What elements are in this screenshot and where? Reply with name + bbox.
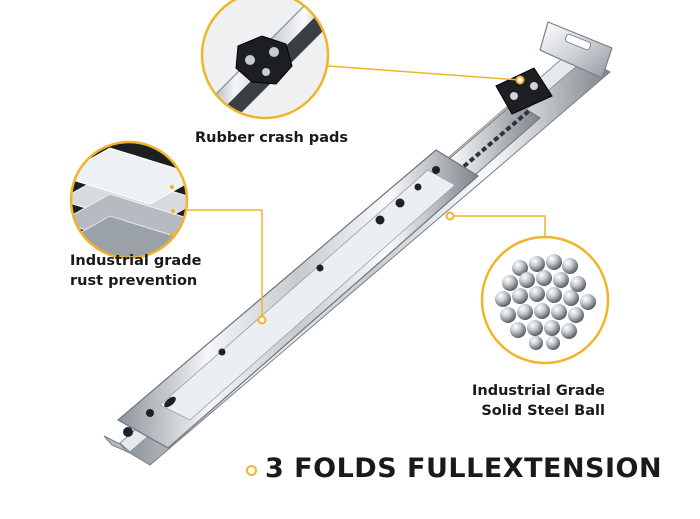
- label-solid-steel-ball-line2: Solid Steel Ball: [481, 403, 605, 419]
- inner-rail-web: [159, 169, 456, 421]
- label-solid-steel-ball: Industrial Grade Solid Steel Ball: [472, 381, 605, 421]
- inset-rubber-pads: [200, 0, 330, 120]
- label-rust-prevention-line1: Industrial grade: [70, 253, 202, 269]
- end-bracket: [539, 21, 613, 79]
- callout-lines: [187, 65, 546, 320]
- label-rust-prevention: Industrial grade rust prevention: [70, 251, 201, 291]
- label-rubber-crash-pads: Rubber crash pads: [195, 128, 348, 148]
- headline-text: 3 FOLDS FULLEXTENSION: [265, 453, 663, 484]
- label-rust-prevention-line2: rust prevention: [70, 273, 198, 289]
- drawer-slide: [103, 21, 613, 466]
- inset-steel-balls: [480, 235, 610, 365]
- rail-tip: [103, 435, 129, 453]
- label-rubber-crash-pads-line1: Rubber crash pads: [195, 130, 348, 146]
- headline-caption: 3 FOLDS FULLEXTENSION: [246, 453, 662, 484]
- bullet-icon: [246, 465, 257, 476]
- inset-steel-plates: [69, 140, 189, 260]
- mounting-holes: [123, 166, 440, 437]
- label-solid-steel-ball-line1: Industrial Grade: [472, 383, 605, 399]
- bracket-slot: [564, 33, 592, 51]
- callout-dots: [257, 75, 525, 325]
